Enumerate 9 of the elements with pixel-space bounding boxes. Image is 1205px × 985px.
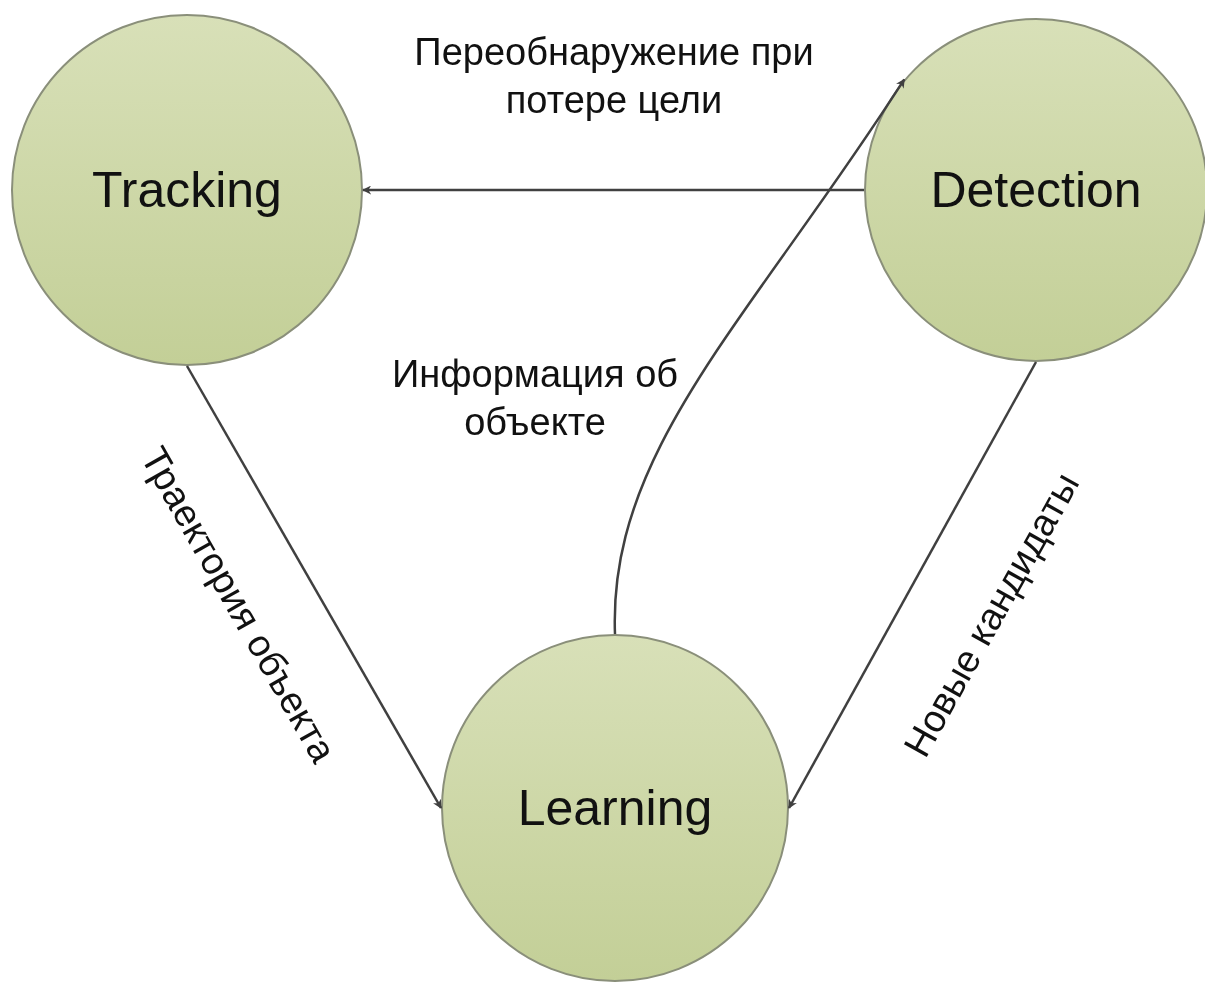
arrow <box>185 365 443 809</box>
state-label: Detection <box>930 160 1142 220</box>
arrow <box>787 361 1038 809</box>
edge-label: Информация об объекте <box>390 351 680 444</box>
arrow <box>613 78 906 635</box>
state-label: Tracking <box>92 160 282 220</box>
state-label: Learning <box>517 778 713 838</box>
arrow <box>362 185 864 195</box>
edge-label: Переобнаружение при потере цели <box>413 29 815 123</box>
